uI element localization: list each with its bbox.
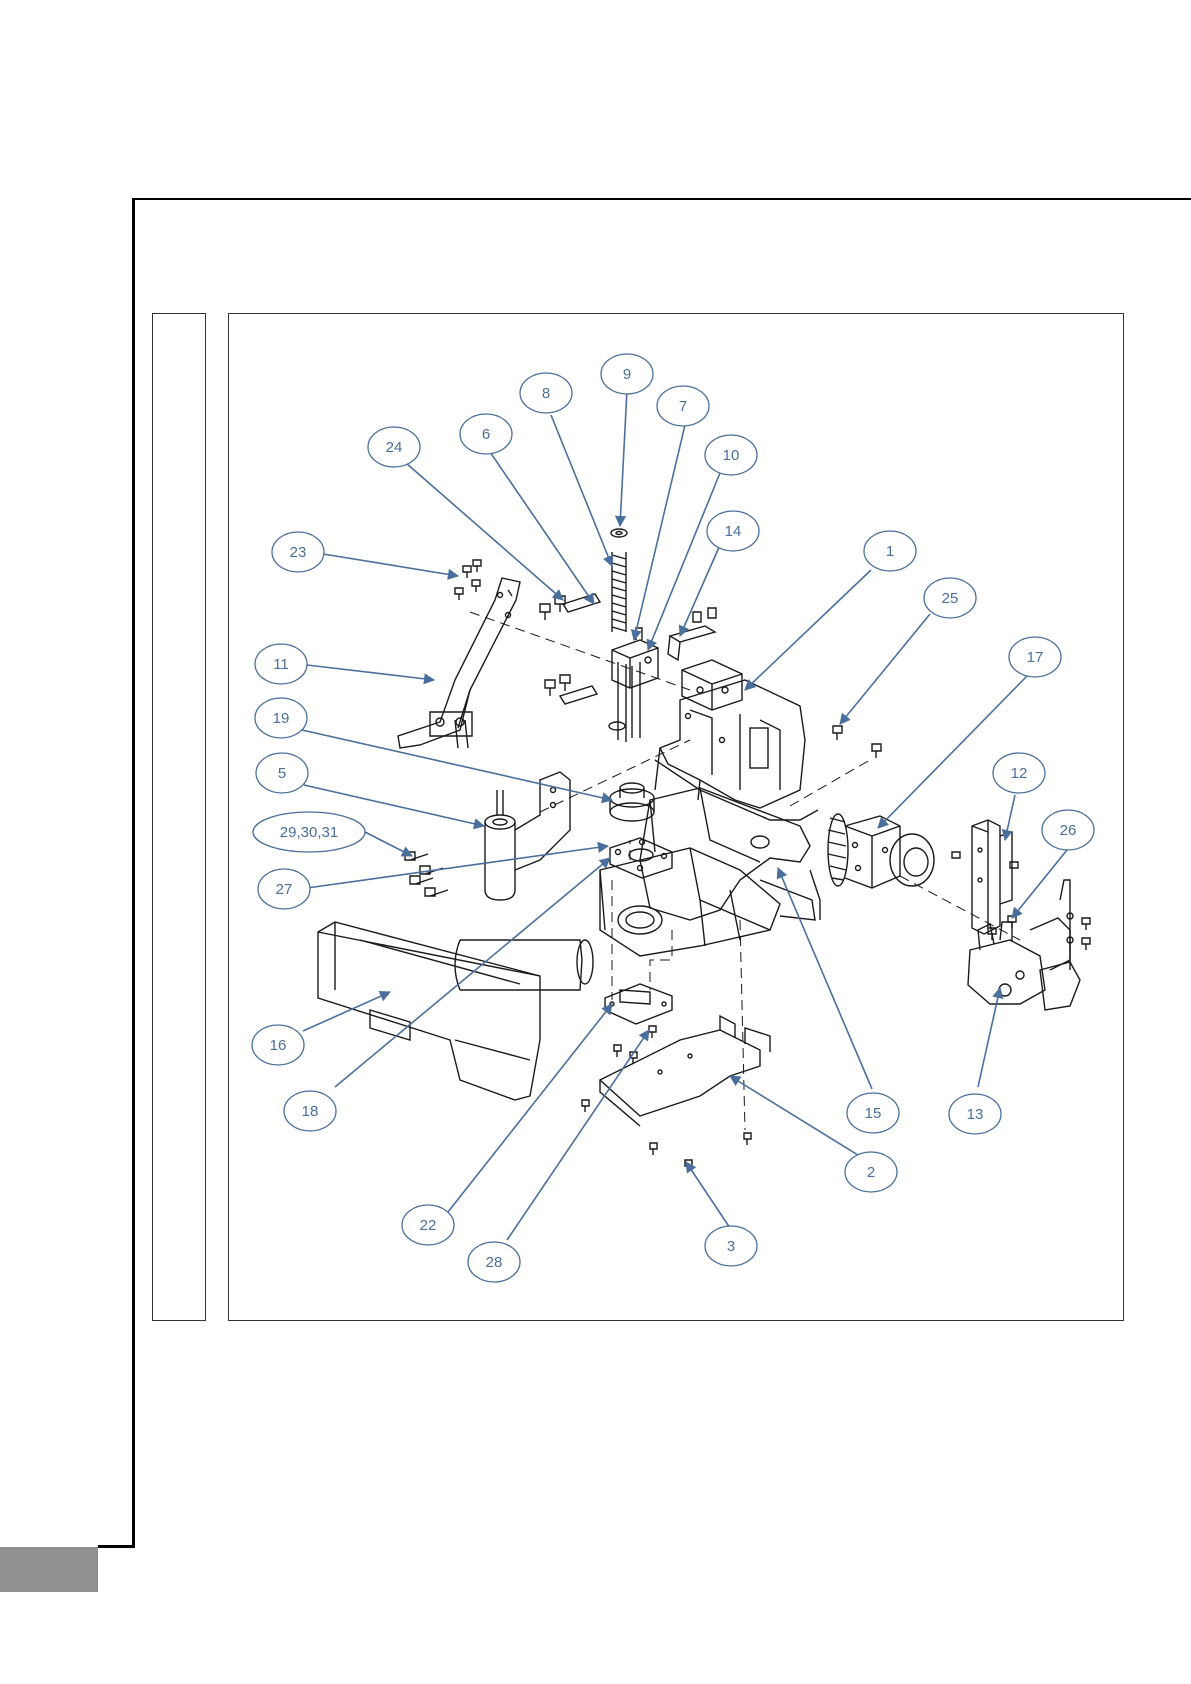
svg-text:5: 5: [278, 765, 286, 782]
part-22-guide-plate: [605, 984, 672, 1024]
part-11-bracket-arm: [398, 578, 520, 748]
callout-18: 18: [284, 1091, 336, 1131]
svg-text:26: 26: [1060, 822, 1077, 839]
callout-19: 19: [255, 698, 307, 738]
svg-text:9: 9: [623, 366, 631, 383]
part-5-motor: [485, 772, 570, 900]
svg-text:14: 14: [725, 523, 742, 540]
callout-5: 5: [256, 753, 308, 793]
callout-bubbles: 9 8 7 24 6 10 14 23 1 25 11 17 19 5 12 2…: [252, 354, 1094, 1282]
callout-23: 23: [272, 532, 324, 572]
part-2-bottom-cover: [600, 1016, 770, 1126]
svg-text:23: 23: [290, 544, 307, 561]
callout-16: 16: [252, 1025, 304, 1065]
part-6-slide-plates: [560, 594, 600, 704]
callout-22: 22: [402, 1205, 454, 1245]
callout-26: 26: [1042, 810, 1094, 850]
svg-text:8: 8: [542, 385, 550, 402]
callout-28: 28: [468, 1242, 520, 1282]
callout-24: 24: [368, 427, 420, 467]
svg-text:18: 18: [302, 1103, 319, 1120]
part-16-base-rail: [318, 922, 593, 1100]
svg-text:19: 19: [273, 710, 290, 727]
part-14-small-bracket: [668, 608, 716, 660]
svg-text:12: 12: [1011, 765, 1028, 782]
svg-text:10: 10: [723, 447, 740, 464]
callout-15: 15: [847, 1093, 899, 1133]
callout-9: 9: [601, 354, 653, 394]
callout-27: 27: [258, 869, 310, 909]
svg-text:25: 25: [942, 590, 959, 607]
part-8-spring: [612, 552, 626, 632]
callout-6: 6: [460, 414, 512, 454]
svg-text:3: 3: [727, 1238, 735, 1255]
svg-text:28: 28: [486, 1254, 503, 1271]
svg-text:27: 27: [276, 881, 293, 898]
callout-8: 8: [520, 373, 572, 413]
callout-11: 11: [255, 644, 307, 684]
callout-29-30-31: 29,30,31: [253, 812, 365, 852]
svg-text:13: 13: [967, 1106, 984, 1123]
svg-text:1: 1: [886, 543, 894, 560]
svg-text:11: 11: [273, 656, 289, 673]
part-13-presser-assembly: [968, 880, 1080, 1010]
svg-text:15: 15: [865, 1105, 882, 1122]
callout-13: 13: [949, 1094, 1001, 1134]
callout-10: 10: [705, 435, 757, 475]
svg-text:6: 6: [482, 426, 490, 443]
svg-text:29,30,31: 29,30,31: [280, 824, 338, 841]
svg-text:24: 24: [386, 439, 403, 456]
part-7-slide-block: [612, 628, 658, 742]
callout-7: 7: [657, 386, 709, 426]
svg-text:7: 7: [679, 398, 687, 415]
callout-3: 3: [705, 1226, 757, 1266]
callout-17: 17: [1009, 637, 1061, 677]
callout-14: 14: [707, 511, 759, 551]
part-1-main-frame: [655, 660, 818, 820]
part-3-screws: [650, 1133, 751, 1172]
callout-12: 12: [993, 753, 1045, 793]
part-25-screw: [833, 726, 881, 758]
part-26-screws: [988, 916, 1090, 950]
part-27-pivot-arm: [600, 848, 780, 956]
svg-text:2: 2: [867, 1164, 875, 1181]
svg-text:22: 22: [420, 1217, 437, 1234]
part-23-screws: [455, 560, 481, 600]
callout-2: 2: [845, 1152, 897, 1192]
part-28-screws: [582, 1026, 656, 1112]
callout-1: 1: [864, 531, 916, 571]
svg-text:17: 17: [1027, 649, 1044, 666]
callout-25: 25: [924, 578, 976, 618]
svg-text:16: 16: [270, 1037, 287, 1054]
